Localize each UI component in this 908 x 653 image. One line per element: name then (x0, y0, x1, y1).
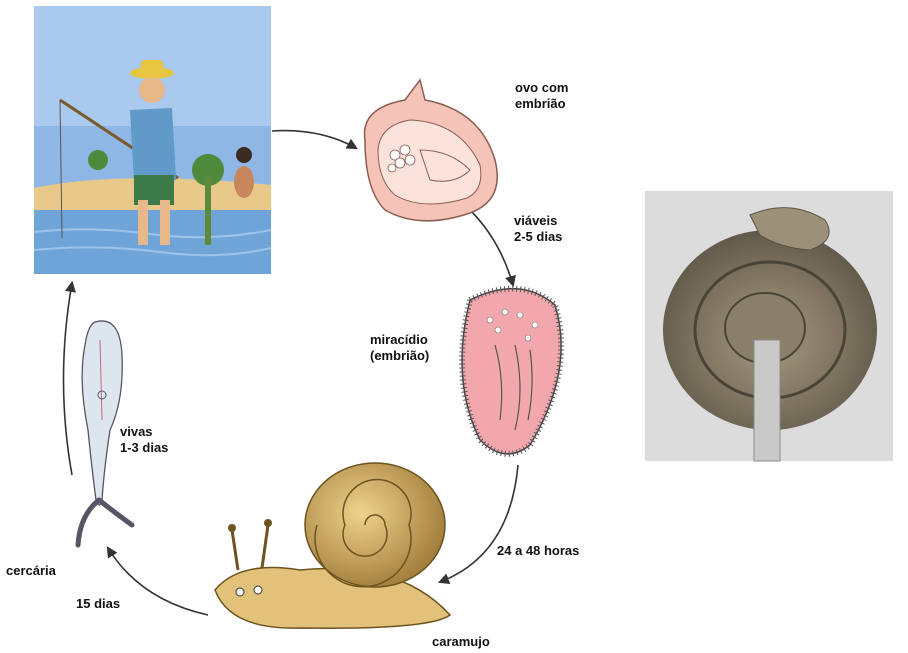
egg-viability-line2: 2-5 dias (514, 229, 562, 245)
fisherman-scene-illustration (34, 6, 271, 274)
egg-label-line1: ovo com (515, 80, 568, 96)
snail-illustration (215, 463, 450, 628)
egg-label-line2: embrião (515, 96, 568, 112)
egg-illustration (365, 80, 498, 221)
miracidium-label-line1: miracídio (370, 332, 429, 348)
arrow-to-egg (272, 131, 356, 148)
arrow-to-cercaria (108, 548, 208, 615)
miracidium-label: miracídio (embrião) (370, 332, 429, 364)
arrow-to-human (64, 283, 73, 475)
snail-photo (645, 191, 893, 461)
cercaria-alive-label: vivas 1-3 dias (120, 424, 168, 456)
cercaria-alive-line2: 1-3 dias (120, 440, 168, 456)
miracidium-illustration (462, 289, 561, 454)
miracidium-label-line2: (embrião) (370, 348, 429, 364)
snail-time-label: 15 dias (76, 596, 120, 612)
arrow-to-miracidium (470, 210, 513, 285)
miracidium-time-label: 24 a 48 horas (497, 543, 579, 559)
arrow-to-snail (440, 465, 518, 582)
egg-label: ovo com embrião (515, 80, 568, 112)
snail-label: caramujo (432, 634, 490, 650)
cercaria-alive-line1: vivas (120, 424, 168, 440)
egg-viability-line1: viáveis (514, 213, 562, 229)
egg-viability-label: viáveis 2-5 dias (514, 213, 562, 245)
cercaria-label: cercária (6, 563, 56, 579)
